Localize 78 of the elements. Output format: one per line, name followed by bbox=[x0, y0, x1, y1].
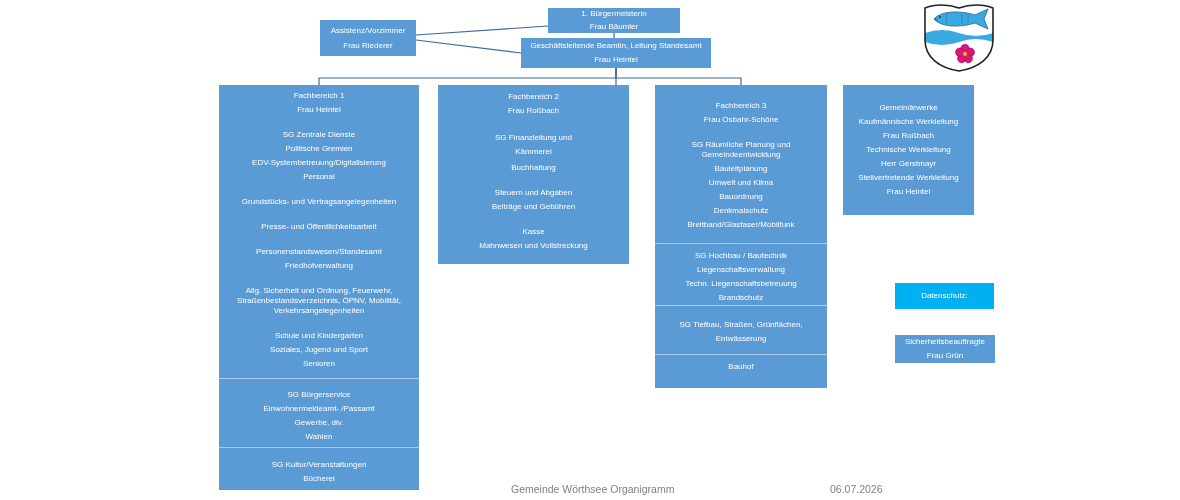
task-item: Politische Gremien bbox=[285, 144, 353, 154]
unit-title: Fachbereich 2 bbox=[508, 92, 559, 102]
department-box bbox=[219, 85, 419, 378]
group-title: SG Kultur/Veranstaltungen bbox=[271, 460, 367, 470]
task-item: Denkmalschutz bbox=[713, 206, 769, 216]
task-item: Gewerbe, div. bbox=[294, 418, 344, 428]
connector-line bbox=[415, 25, 549, 36]
connector-line bbox=[613, 32, 615, 39]
task-item: Bauleitplanung bbox=[714, 164, 768, 174]
unit-title: Bauhof bbox=[728, 362, 754, 372]
unit-title: Fachbereich 1 bbox=[293, 91, 345, 101]
department-box bbox=[438, 85, 629, 264]
department-box bbox=[655, 85, 827, 243]
role-title: Technische Werkleitung bbox=[866, 145, 951, 155]
connector-line bbox=[615, 67, 742, 86]
role-title: Assistenz/Vorzimmer bbox=[330, 26, 406, 36]
group-title: SG Räumliche Planung und Gemeindeentwicklung bbox=[690, 140, 792, 160]
task-item: Umwelt und Klima bbox=[708, 178, 774, 188]
position-box bbox=[521, 38, 711, 68]
task-item: Breitband/Glasfaser/Mobilfunk bbox=[687, 220, 795, 230]
section-box bbox=[219, 378, 419, 447]
person-name: Frau Riederer bbox=[343, 41, 393, 51]
group-title: SG Hochbau / Bautechnik bbox=[694, 251, 788, 261]
role-title: 1. Bürgermeisterin bbox=[581, 9, 647, 19]
position-box bbox=[895, 335, 995, 363]
task-item: Schule und Kindergarten bbox=[274, 331, 364, 341]
section-box bbox=[655, 305, 827, 354]
task-item: Soziales, Jugend und Sport bbox=[270, 345, 368, 355]
task-item: Techn. Liegenschaftsbetreuung bbox=[685, 279, 797, 289]
person-name: Frau Bäumler bbox=[589, 22, 639, 32]
person-name: Frau Heintel bbox=[886, 187, 931, 197]
role-title: Kaufmännische Werkleitung bbox=[858, 117, 959, 127]
group-title: SG Zentrale Dienste bbox=[282, 130, 356, 140]
section-box bbox=[655, 243, 827, 305]
position-box bbox=[548, 8, 680, 33]
task-item: Bauordnung bbox=[719, 192, 763, 202]
task-item: Senioren bbox=[303, 359, 335, 369]
task-item: Presse- und Öffentlichkeitsarbeit bbox=[261, 222, 377, 232]
role-title: Stellvertretende Werkleitung bbox=[858, 173, 959, 183]
person-name: Herr Gerstmayr bbox=[880, 159, 937, 169]
department-box bbox=[843, 85, 974, 215]
task-item: Beiträge und Gebühren bbox=[491, 202, 576, 212]
role-title: Geschäftsleitende Beamtin, Leitung Standesamt bbox=[530, 41, 702, 51]
role-title: Datenschutz: bbox=[921, 291, 968, 301]
section-box bbox=[219, 447, 419, 490]
footer-title: Gemeinde Wörthsee Organigramm bbox=[511, 482, 675, 496]
task-item: Wahlen bbox=[305, 432, 333, 442]
person-name: Frau Heintel bbox=[594, 55, 638, 65]
person-name: Frau Roßbach bbox=[507, 106, 560, 116]
group-title: SG Bürgerservice bbox=[287, 390, 351, 400]
role-title: Sicherheitsbeauftragte bbox=[904, 337, 986, 347]
task-item: EDV-Systembetreuung/Digitalisierung bbox=[252, 158, 386, 168]
unit-title: Gemeindewerke bbox=[879, 103, 938, 113]
footer-date: 06.07.2026 bbox=[830, 482, 883, 496]
person-name: Frau Osbahr-Schöne bbox=[703, 115, 779, 125]
task-item: Kasse bbox=[522, 227, 545, 237]
section-box bbox=[655, 354, 827, 388]
task-item: Personenstandswesen/Standesamt bbox=[256, 247, 382, 257]
task-item: Grundstücks- und Vertragsangelegenheiten bbox=[241, 197, 397, 207]
person-name: Frau Grün bbox=[926, 351, 964, 361]
task-item: Allg. Sicherheit und Ordnung, Feuerwehr, Straßenbestandsverzeichnis, ÖPNV, Mobilität, Verkehrsangelegenheiten bbox=[236, 286, 402, 316]
connector-line bbox=[415, 39, 522, 54]
task-item: Friedhofverwaltung bbox=[284, 261, 353, 271]
position-box bbox=[320, 20, 416, 56]
unit-title: Fachbereich 3 bbox=[715, 101, 767, 111]
person-name: Frau Heintel bbox=[297, 105, 341, 115]
task-item: Mahnwesen und Vollstreckung bbox=[479, 241, 588, 251]
group-title: SG Tiefbau, Straßen, Grünflächen, Entwässerung bbox=[678, 319, 804, 345]
group-title: SG Finanzleitung und Kämmerei bbox=[494, 132, 573, 158]
position-box bbox=[895, 283, 994, 309]
person-name: Frau Roßbach bbox=[882, 131, 935, 141]
task-item: Brandschutz bbox=[718, 293, 764, 303]
task-item: Einwohnermeldeamt- /Passamt bbox=[263, 404, 375, 414]
task-item: Bücherei bbox=[303, 474, 335, 484]
task-item: Steuern und Abgaben bbox=[494, 188, 573, 198]
task-item: Buchhaltung bbox=[511, 163, 556, 173]
task-item: Personal bbox=[303, 172, 335, 182]
task-item: Liegenschaftsverwaltung bbox=[696, 265, 786, 275]
